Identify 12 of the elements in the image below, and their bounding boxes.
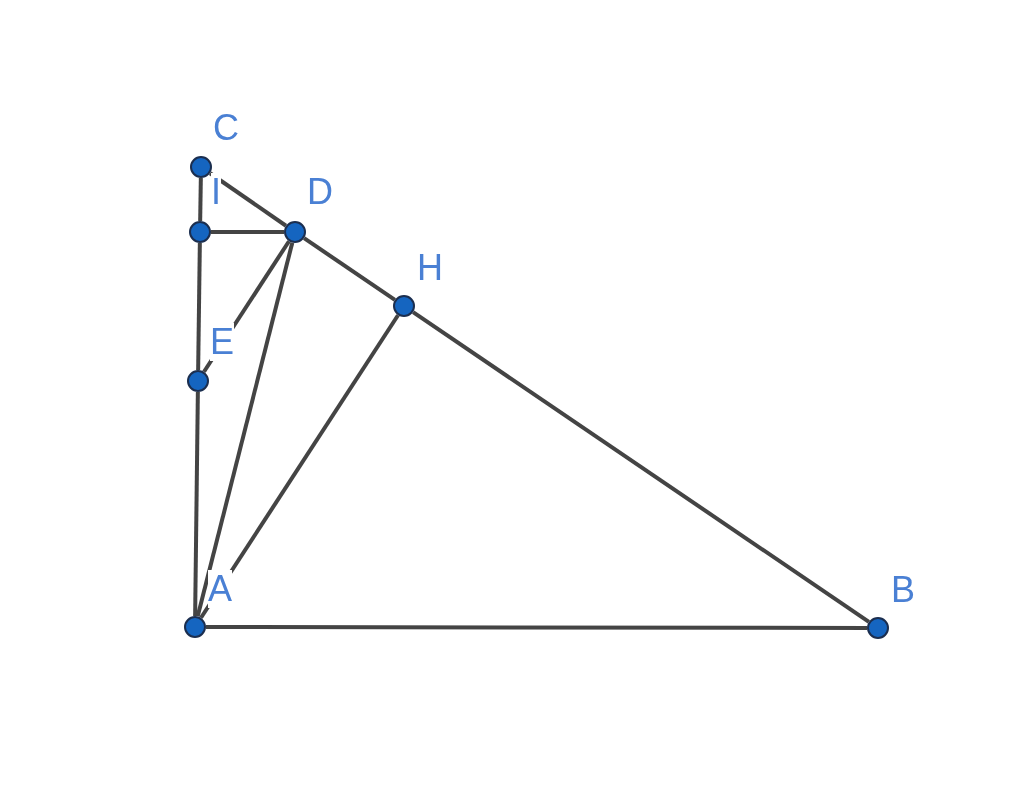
line-segment	[302, 236, 397, 302]
line-segment	[195, 242, 295, 617]
line-segment	[196, 242, 202, 371]
point-label: E	[210, 323, 234, 361]
line-segment	[211, 230, 284, 234]
line-segment	[193, 391, 200, 617]
line-segment	[206, 625, 867, 630]
line-segment	[199, 314, 400, 619]
line-segment	[411, 310, 871, 624]
line-segment	[208, 171, 288, 228]
point-label: A	[208, 570, 232, 608]
line-segment	[198, 177, 203, 222]
